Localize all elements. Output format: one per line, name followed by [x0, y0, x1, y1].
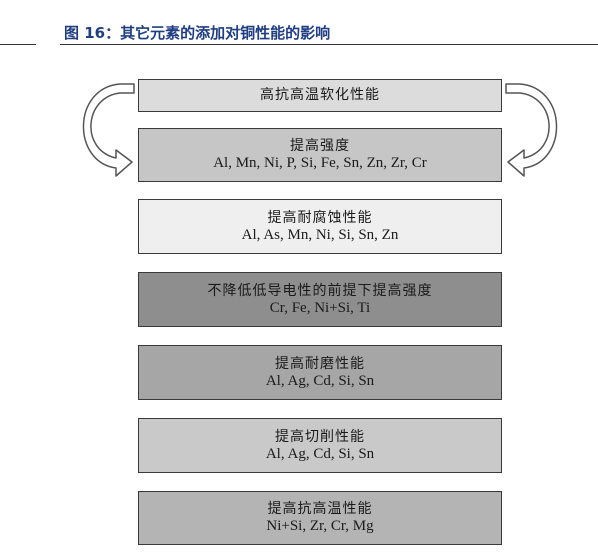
- box-elements: Al, Mn, Ni, P, Si, Fe, Sn, Zn, Zr, Cr: [213, 155, 427, 171]
- box-high-temp-softening: 高抗高温软化性能: [138, 79, 502, 112]
- box-wear-resistance: 提高耐磨性能 Al, Ag, Cd, Si, Sn: [138, 345, 502, 400]
- curved-arrow-left-icon: [82, 83, 135, 177]
- box-heading: 提高耐磨性能: [275, 355, 365, 372]
- box-heading: 提高强度: [290, 138, 350, 154]
- figure-title: 图 16：其它元素的添加对铜性能的影响: [64, 24, 331, 42]
- box-heading: 提高耐腐蚀性能: [267, 209, 373, 226]
- box-strength-without-conductivity-loss: 不降低低导电性的前提下提高强度 Cr, Fe, Ni+Si, Ti: [138, 272, 502, 327]
- box-heading: 提高抗高温性能: [267, 501, 373, 517]
- box-elements: Al, As, Mn, Ni, Si, Sn, Zn: [241, 226, 399, 243]
- box-heading: 不降低低导电性的前提下提高强度: [207, 282, 433, 299]
- box-heading: 高抗高温软化性能: [260, 87, 380, 103]
- box-elements: Al, Ag, Cd, Si, Sn: [265, 445, 375, 462]
- box-machinability: 提高切削性能 Al, Ag, Cd, Si, Sn: [138, 418, 502, 473]
- box-heading: 提高切削性能: [275, 428, 365, 445]
- title-rule-left: [0, 44, 36, 45]
- box-strength: 提高强度 Al, Mn, Ni, P, Si, Fe, Sn, Zn, Zr, …: [138, 128, 502, 182]
- box-corrosion-resistance: 提高耐腐蚀性能 Al, As, Mn, Ni, Si, Sn, Zn: [138, 199, 502, 254]
- box-elements: Al, Ag, Cd, Si, Sn: [265, 372, 375, 389]
- box-high-temp-resistance: 提高抗高温性能 Ni+Si, Zr, Cr, Mg: [138, 491, 502, 545]
- title-rule: [60, 44, 598, 45]
- curved-arrow-right-icon: [505, 83, 558, 177]
- box-elements: Cr, Fe, Ni+Si, Ti: [269, 299, 371, 316]
- box-elements: Ni+Si, Zr, Cr, Mg: [266, 518, 374, 534]
